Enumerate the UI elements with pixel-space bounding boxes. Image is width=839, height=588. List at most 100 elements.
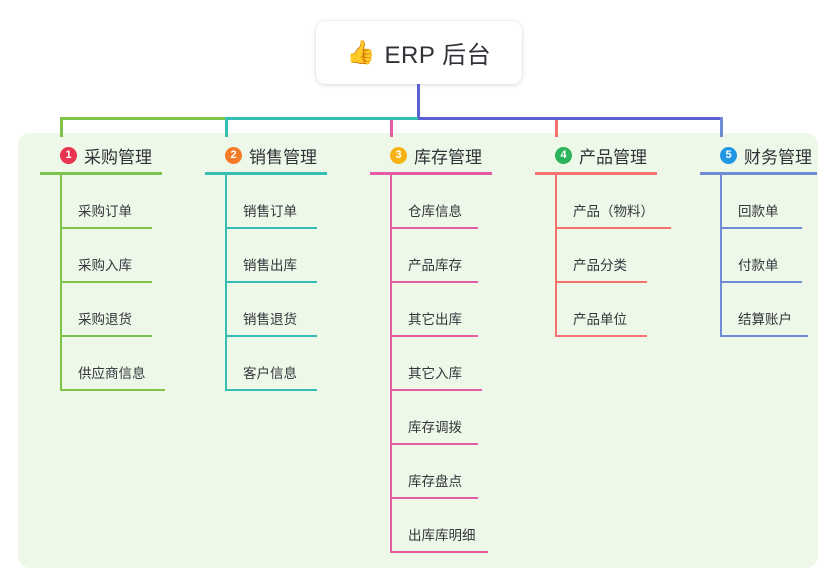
branch-children-sales: 销售订单销售出库销售退货客户信息 <box>205 175 327 391</box>
leaf-node-underline <box>720 335 808 337</box>
branch-title-sales: 销售管理 <box>249 147 317 167</box>
leaf-node-label: 结算账户 <box>738 312 792 327</box>
branch-title-product: 产品管理 <box>579 147 647 167</box>
root-node-card[interactable]: 👍 ERP 后台 <box>316 21 522 84</box>
branch-bar-connector-finance <box>418 117 720 120</box>
branch-spine-finance <box>720 175 722 337</box>
leaf-node-underline <box>60 281 152 283</box>
branch-spine-inventory <box>390 175 392 553</box>
leaf-node[interactable]: 仓库信息 <box>370 175 492 229</box>
branch-title-purchasing: 采购管理 <box>84 147 152 167</box>
branch-drop-connector-purchasing <box>60 117 63 137</box>
branch-number-badge-product: 4 <box>555 146 572 164</box>
leaf-node-underline <box>720 227 802 229</box>
branch-spine-product <box>555 175 557 337</box>
leaf-node[interactable]: 产品单位 <box>535 283 657 337</box>
branch-number-badge-finance: 5 <box>720 146 737 164</box>
leaf-node[interactable]: 客户信息 <box>205 337 327 391</box>
branch-column-purchasing: 1 采购管理采购订单采购入库采购退货供应商信息 <box>40 142 165 391</box>
leaf-node-label: 其它出库 <box>408 312 462 327</box>
leaf-node-label: 采购退货 <box>78 312 132 327</box>
branch-column-sales: 2 销售管理销售订单销售出库销售退货客户信息 <box>205 142 327 391</box>
leaf-node[interactable]: 结算账户 <box>700 283 817 337</box>
branch-children-inventory: 仓库信息产品库存其它出库其它入库库存调拨库存盘点出库库明细 <box>370 175 492 553</box>
leaf-node[interactable]: 采购订单 <box>40 175 162 229</box>
leaf-node[interactable]: 库存调拨 <box>370 391 492 445</box>
leaf-node[interactable]: 付款单 <box>700 229 817 283</box>
leaf-node-label: 产品库存 <box>408 258 462 273</box>
branch-spine-purchasing <box>60 175 62 391</box>
branch-column-finance: 5 财务管理回款单付款单结算账户 <box>700 142 817 337</box>
leaf-node-underline <box>225 227 317 229</box>
leaf-node-underline <box>390 389 482 391</box>
branch-bar-connector-sales <box>225 117 418 120</box>
leaf-node-underline <box>555 281 647 283</box>
branch-header-underline-purchasing <box>40 172 162 175</box>
branch-number-badge-purchasing: 1 <box>60 146 77 164</box>
branch-drop-connector-product <box>555 117 558 137</box>
branch-children-finance: 回款单付款单结算账户 <box>700 175 817 337</box>
leaf-node-underline <box>225 335 317 337</box>
leaf-node-label: 销售订单 <box>243 204 297 219</box>
leaf-node[interactable]: 采购入库 <box>40 229 162 283</box>
leaf-node-label: 付款单 <box>738 258 779 273</box>
leaf-node[interactable]: 供应商信息 <box>40 337 165 391</box>
leaf-node-label: 客户信息 <box>243 366 297 381</box>
leaf-node-label: 销售出库 <box>243 258 297 273</box>
leaf-node-underline <box>390 335 478 337</box>
leaf-node-underline <box>390 227 478 229</box>
branch-spine-sales <box>225 175 227 391</box>
leaf-node-label: 库存调拨 <box>408 420 462 435</box>
leaf-node-underline <box>60 335 152 337</box>
leaf-node-label: 产品分类 <box>573 258 627 273</box>
branch-title-inventory: 库存管理 <box>414 147 482 167</box>
branch-number-badge-sales: 2 <box>225 146 242 164</box>
branch-header-underline-product <box>535 172 657 175</box>
leaf-node[interactable]: 出库库明细 <box>370 499 492 553</box>
leaf-node-label: 供应商信息 <box>78 366 146 381</box>
leaf-node[interactable]: 其它入库 <box>370 337 492 391</box>
leaf-node-underline <box>225 281 317 283</box>
branch-header-underline-sales <box>205 172 327 175</box>
leaf-node[interactable]: 销售退货 <box>205 283 327 337</box>
leaf-node[interactable]: 采购退货 <box>40 283 162 337</box>
branch-header-sales[interactable]: 2 销售管理 <box>205 142 327 168</box>
leaf-node[interactable]: 产品库存 <box>370 229 492 283</box>
branch-title-finance: 财务管理 <box>744 147 812 167</box>
leaf-node-underline <box>390 281 478 283</box>
branch-drop-connector-finance <box>720 117 723 137</box>
leaf-node-label: 产品（物料） <box>573 204 654 219</box>
leaf-node-underline <box>390 551 488 553</box>
leaf-node-underline <box>390 443 478 445</box>
leaf-node-underline <box>555 335 647 337</box>
leaf-node-label: 产品单位 <box>573 312 627 327</box>
branch-header-purchasing[interactable]: 1 采购管理 <box>40 142 162 168</box>
branch-header-product[interactable]: 4 产品管理 <box>535 142 657 168</box>
leaf-node[interactable]: 回款单 <box>700 175 817 229</box>
leaf-node-underline <box>390 497 478 499</box>
leaf-node-label: 采购入库 <box>78 258 132 273</box>
branch-column-product: 4 产品管理产品（物料） 产品分类产品单位 <box>535 142 671 337</box>
root-node-title: ERP 后台 <box>384 42 492 69</box>
leaf-node-underline <box>60 389 165 391</box>
thumbs-up-icon: 👍 <box>346 39 376 65</box>
leaf-node[interactable]: 产品分类 <box>535 229 657 283</box>
branch-header-underline-finance <box>700 172 817 175</box>
leaf-node-label: 回款单 <box>738 204 779 219</box>
leaf-node-label: 采购订单 <box>78 204 132 219</box>
branch-header-finance[interactable]: 5 财务管理 <box>700 142 817 168</box>
branch-children-purchasing: 采购订单采购入库采购退货供应商信息 <box>40 175 165 391</box>
leaf-node[interactable]: 销售订单 <box>205 175 327 229</box>
leaf-node[interactable]: 其它出库 <box>370 283 492 337</box>
leaf-node[interactable]: 库存盘点 <box>370 445 492 499</box>
branch-drop-connector-inventory <box>390 117 393 137</box>
leaf-node-label: 出库库明细 <box>408 528 476 543</box>
branch-header-underline-inventory <box>370 172 492 175</box>
leaf-node[interactable]: 销售出库 <box>205 229 327 283</box>
leaf-node-underline <box>60 227 152 229</box>
leaf-node-underline <box>555 227 671 229</box>
branch-drop-connector-sales <box>225 117 228 137</box>
leaf-node[interactable]: 产品（物料） <box>535 175 671 229</box>
